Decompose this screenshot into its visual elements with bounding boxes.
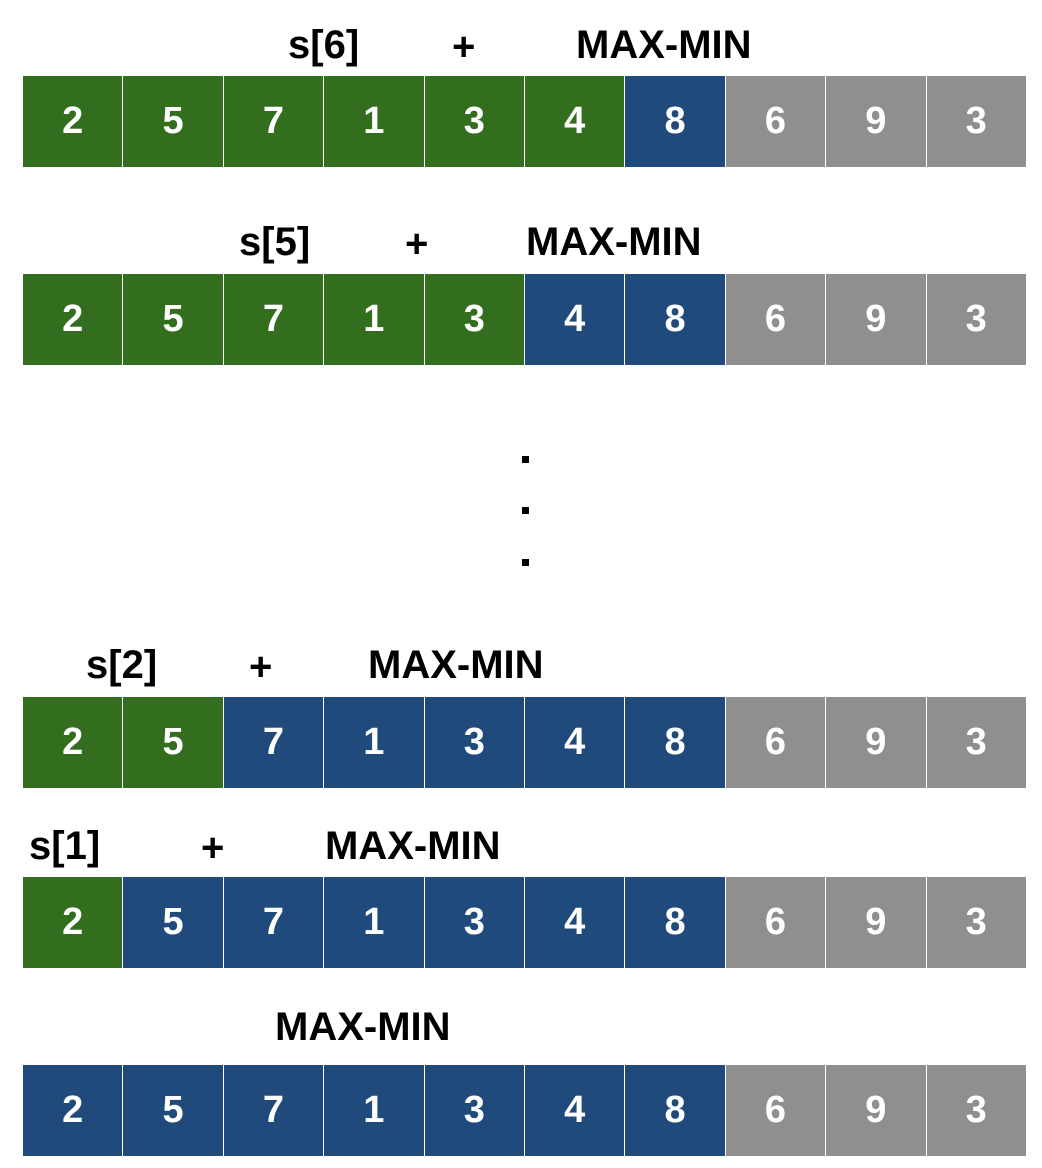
array-cell: 3 — [424, 1065, 524, 1156]
array-cell: 4 — [524, 1065, 625, 1156]
array-cell: 6 — [725, 76, 826, 167]
array-cell: 9 — [826, 697, 926, 788]
array-cell: 3 — [424, 274, 524, 365]
array-cell: 3 — [424, 76, 524, 167]
array-cell: 5 — [123, 697, 223, 788]
array-cell: 9 — [826, 1065, 926, 1156]
array-cell: 5 — [123, 877, 223, 968]
array-cell: 6 — [725, 274, 826, 365]
array-cell: 3 — [926, 697, 1026, 788]
array-cell: 9 — [826, 274, 926, 365]
array-cell: 8 — [625, 697, 725, 788]
array-cell: 2 — [23, 274, 123, 365]
array-cell: 1 — [324, 697, 424, 788]
row-4-plus-label: + — [201, 826, 225, 870]
array-cell: 7 — [223, 877, 324, 968]
array-cell: 2 — [23, 877, 123, 968]
array-cell: 3 — [926, 1065, 1026, 1156]
array-cell: 5 — [123, 274, 223, 365]
array-cell: 9 — [826, 76, 926, 167]
array-cell: 8 — [625, 76, 725, 167]
array-cell: 1 — [324, 877, 424, 968]
array-cell: 3 — [424, 877, 524, 968]
ellipsis-dot — [522, 456, 529, 463]
array-cell: 1 — [324, 76, 424, 167]
array-cell: 8 — [625, 274, 725, 365]
array-cell: 1 — [324, 1065, 424, 1156]
row-1-maxmin-label: MAX-MIN — [576, 23, 752, 67]
ellipsis-dot — [522, 559, 529, 566]
array-cell: 3 — [926, 76, 1026, 167]
row-2-prefix-label: s[5] — [239, 220, 311, 264]
row-4-maxmin-label: MAX-MIN — [325, 824, 501, 868]
array-cell: 6 — [725, 1065, 826, 1156]
array-cell: 4 — [524, 697, 625, 788]
array-cell: 7 — [223, 274, 324, 365]
array-cell: 2 — [23, 1065, 123, 1156]
array-cell: 7 — [223, 76, 324, 167]
row-2-maxmin-label: MAX-MIN — [526, 220, 702, 264]
row-3-maxmin-label: MAX-MIN — [368, 643, 544, 687]
array-cell: 2 — [23, 697, 123, 788]
array-cell: 3 — [424, 697, 524, 788]
array-cell: 8 — [625, 877, 725, 968]
array-cell: 5 — [123, 1065, 223, 1156]
row-2-plus-label: + — [405, 222, 429, 266]
row-3-plus-label: + — [249, 645, 273, 689]
array-cell: 9 — [826, 877, 926, 968]
array-cell: 2 — [23, 76, 123, 167]
row-4-prefix-label: s[1] — [29, 824, 101, 868]
array-cell: 4 — [524, 274, 625, 365]
array-cell: 5 — [123, 76, 223, 167]
row-5-maxmin-label: MAX-MIN — [275, 1005, 451, 1049]
array-cell: 4 — [524, 877, 625, 968]
array-cell: 7 — [223, 697, 324, 788]
array-cell: 3 — [926, 877, 1026, 968]
array-cell: 4 — [524, 76, 625, 167]
row-1-plus-label: + — [452, 25, 476, 69]
array-cell: 1 — [324, 274, 424, 365]
array-cell: 7 — [223, 1065, 324, 1156]
array-cell: 8 — [625, 1065, 725, 1156]
array-cell: 6 — [725, 877, 826, 968]
row-1-prefix-label: s[6] — [288, 23, 360, 67]
array-cell: 3 — [926, 274, 1026, 365]
array-cell: 6 — [725, 697, 826, 788]
ellipsis-dot — [522, 507, 529, 514]
row-3-prefix-label: s[2] — [86, 643, 158, 687]
